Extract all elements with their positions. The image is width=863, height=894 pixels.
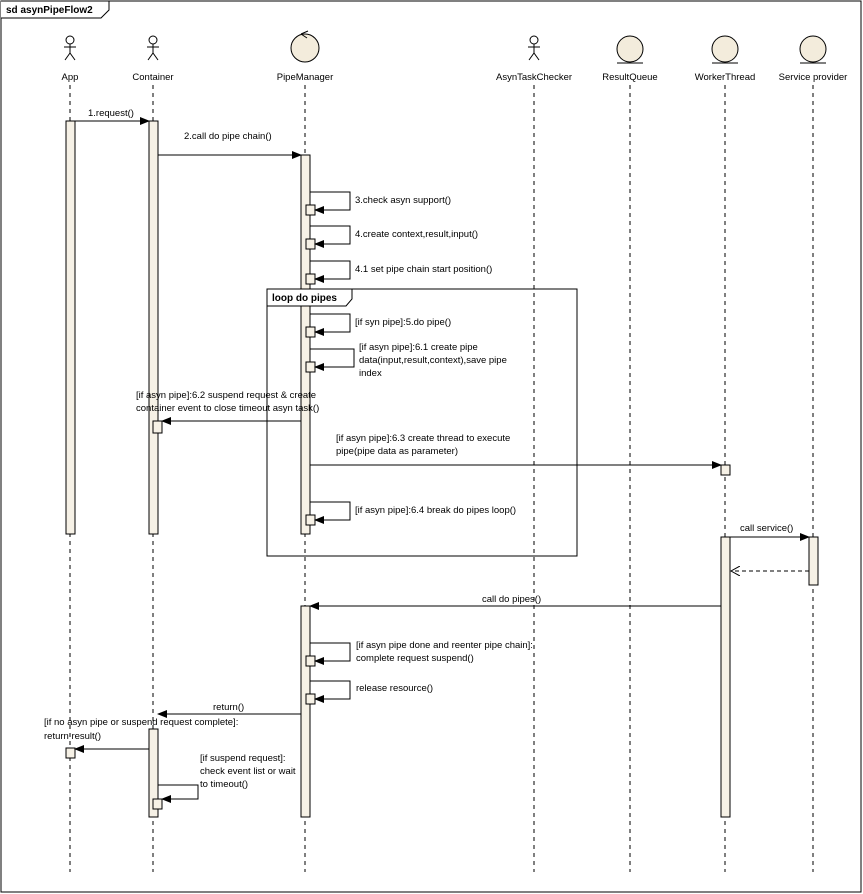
activation-service <box>808 536 819 586</box>
lifeline-label-app: App <box>62 72 79 83</box>
activation-pipemanager-second <box>300 605 311 818</box>
msg-break-loop-label: [if asyn pipe]:6.4 break do pipes loop() <box>355 505 516 516</box>
activation-self-3 <box>305 204 316 216</box>
lifeline-label-serviceprovider: Service provider <box>779 72 848 83</box>
msg-request-label: 1.request() <box>88 108 134 119</box>
msg-suspend-check-label-1: [if suspend request]: <box>200 753 286 764</box>
activation-self-61 <box>305 361 316 373</box>
msg-create-pipe-data-label-1: [if asyn pipe]:6.1 create pipe <box>359 342 478 353</box>
msg-create-pipe-data <box>310 348 355 371</box>
activation-self-41 <box>305 273 316 285</box>
frame-label: sd asynPipeFlow2 <box>6 5 93 16</box>
msg-complete-request-suspend-label-2: complete request suspend() <box>356 653 474 664</box>
activation-app-main <box>65 120 76 535</box>
msg-release-resource-label: release resource() <box>356 683 433 694</box>
workerthread-entity-icon <box>711 35 739 64</box>
loop-fragment-tab <box>266 288 353 307</box>
msg-set-start-position-label: 4.1 set pipe chain start position() <box>355 264 492 275</box>
activation-container-main <box>148 120 159 535</box>
msg-do-pipe-label: [if syn pipe]:5.do pipe() <box>355 317 451 328</box>
msg-create-pipe-data-label-3: index <box>359 368 382 379</box>
serviceprovider-entity-icon <box>799 35 827 64</box>
msg-do-pipe <box>310 313 351 336</box>
activation-pipemanager-main <box>300 154 311 535</box>
msg-return-label: return() <box>213 702 244 713</box>
msg-create-context-label: 4.create context,result,input() <box>355 229 478 240</box>
container-actor-icon <box>147 35 159 61</box>
msg-set-start-position <box>310 260 351 283</box>
msg-suspend-request-label-1: [if asyn pipe]:6.2 suspend request & cre… <box>136 390 316 401</box>
activation-container-return <box>148 728 159 818</box>
msg-return-result-label-2: return result() <box>44 731 101 742</box>
msg-call-service-label: call service() <box>740 523 793 534</box>
msg-create-thread-label-1: [if asyn pipe]:6.3 create thread to exec… <box>336 433 510 444</box>
lifeline-label-workerthread: WorkerThread <box>695 72 756 83</box>
activation-self-complete <box>305 655 316 667</box>
msg-suspend-request-label-2: container event to close timeout asyn ta… <box>136 403 319 414</box>
resultqueue-entity-icon <box>616 35 644 64</box>
msg-check-asyn-support-label: 3.check asyn support() <box>355 195 451 206</box>
activation-self-4 <box>305 238 316 250</box>
activation-app-result <box>65 747 76 759</box>
msg-break-loop <box>310 501 351 524</box>
msg-return-result-label-1: [if no asyn pipe or suspend request comp… <box>44 717 238 728</box>
msg-create-thread-label-2: pipe(pipe data as parameter) <box>336 446 458 457</box>
msg-suspend-check-label-2: check event list or wait <box>200 766 296 777</box>
asyn-actor-icon <box>528 35 540 61</box>
frame-label-tab <box>1 0 110 19</box>
activation-container-self <box>152 798 163 810</box>
activation-worker-63 <box>720 464 731 476</box>
msg-suspend-check <box>158 784 199 803</box>
activation-self-64 <box>305 514 316 526</box>
activation-worker-main <box>720 536 731 818</box>
activation-self-5 <box>305 326 316 338</box>
app-actor-icon <box>64 35 76 61</box>
activation-container-62 <box>152 420 163 434</box>
msg-create-context <box>310 225 351 248</box>
lifeline-label-pipemanager: PipeManager <box>277 72 334 83</box>
msg-call-do-pipe-chain-label: 2.call do pipe chain() <box>184 131 272 142</box>
pipemanager-control-icon <box>290 30 320 63</box>
msg-release-resource <box>310 680 351 703</box>
lifeline-label-container: Container <box>132 72 173 83</box>
activation-self-release <box>305 693 316 705</box>
msg-check-asyn-support <box>310 191 351 214</box>
loop-label: loop do pipes <box>272 293 337 304</box>
msg-call-do-pipes-label: call do pipes() <box>482 594 541 605</box>
msg-suspend-check-label-3: to timeout() <box>200 779 248 790</box>
msg-create-pipe-data-label-2: data(input,result,context),save pipe <box>359 355 507 366</box>
lifeline-label-resultqueue: ResultQueue <box>602 72 657 83</box>
loop-fragment <box>266 288 578 557</box>
msg-complete-request-suspend-label-1: [if asyn pipe done and reenter pipe chai… <box>356 640 533 651</box>
msg-complete-request-suspend <box>310 642 351 665</box>
lifeline-label-asyntaskchecker: AsynTaskChecker <box>496 72 572 83</box>
